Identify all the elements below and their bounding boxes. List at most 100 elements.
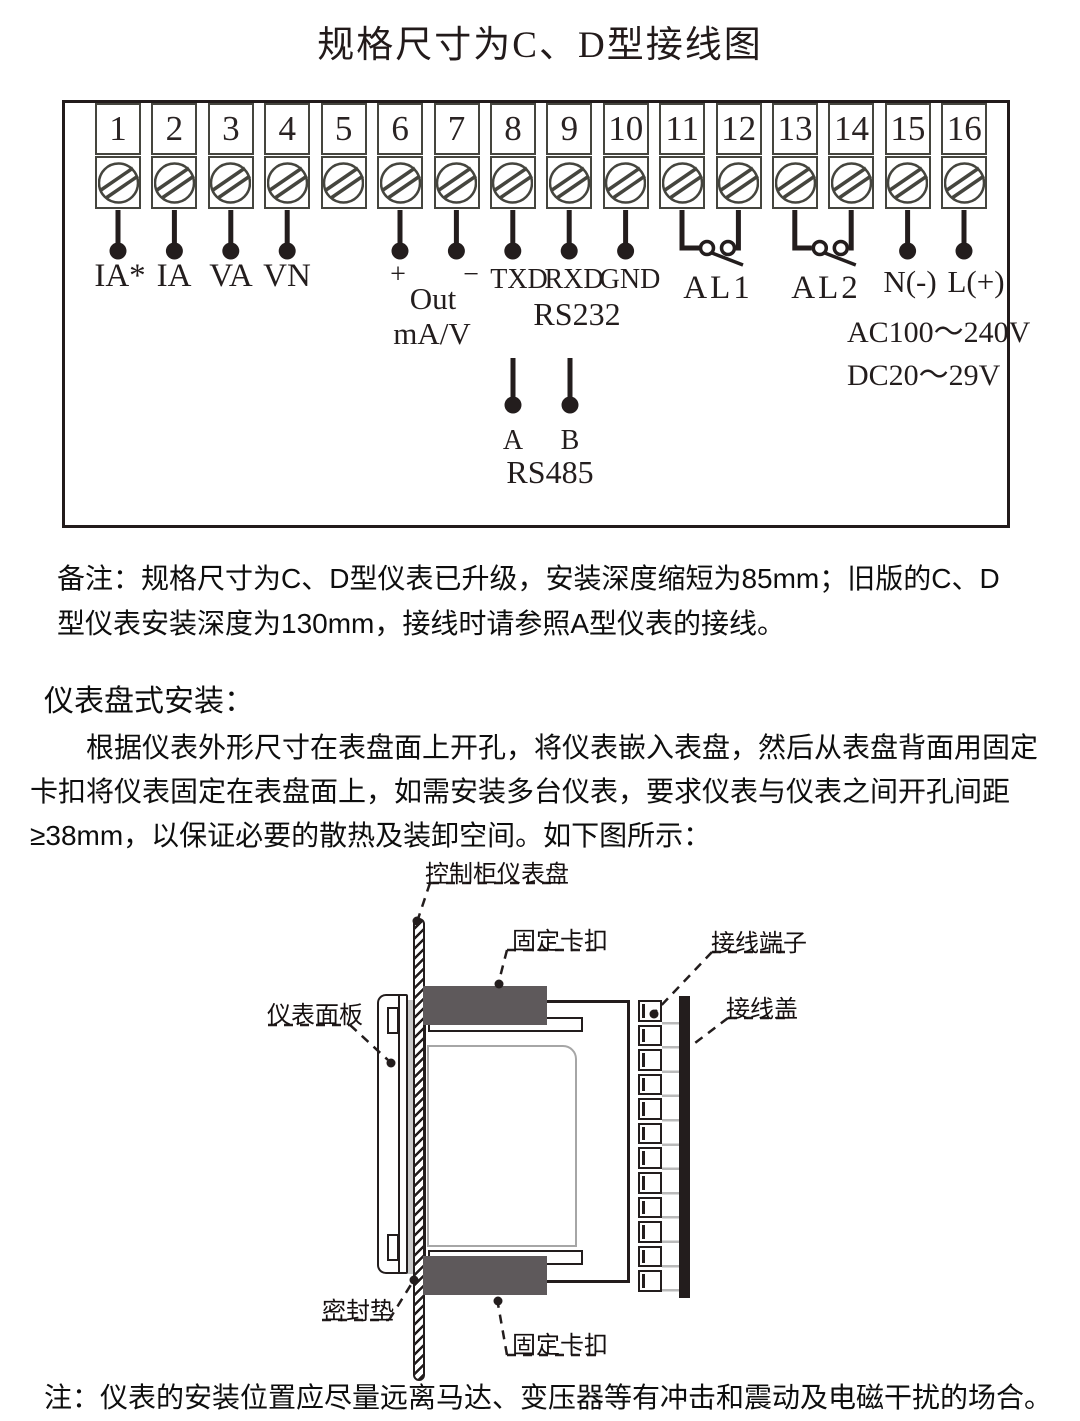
label-rs485: RS485	[506, 454, 594, 490]
screw-glyph	[97, 161, 139, 204]
label-rs232: RS232	[533, 296, 621, 332]
ladder-cell	[638, 1221, 662, 1243]
screw-glyph	[661, 161, 703, 204]
wire-dots	[109, 242, 973, 414]
screw-glyph	[210, 161, 252, 204]
label-dc-range: DC20～29V	[847, 359, 1001, 392]
label-vn: VN	[263, 258, 311, 294]
screw-glyph	[887, 161, 929, 204]
terminal: 9	[546, 103, 593, 209]
wiring-cover-bar	[679, 996, 690, 1298]
terminal-screw-icon	[546, 156, 593, 209]
terminal: 3	[207, 103, 254, 209]
terminal: 5	[320, 103, 367, 209]
figure-label-terminal-block: 接线端子	[711, 930, 807, 957]
screw-glyph	[436, 161, 478, 204]
label-minus: −	[463, 259, 479, 290]
terminal-number: 2	[151, 103, 198, 155]
fixing-clip-top	[423, 986, 547, 1025]
terminal-number: 15	[884, 103, 931, 155]
terminal-screw-icon	[151, 156, 198, 209]
terminal-number: 8	[489, 103, 536, 155]
terminal: 7	[433, 103, 480, 209]
terminal-screw-icon	[715, 156, 762, 209]
label-n-minus: N(-)	[883, 264, 937, 299]
terminal-screw-icon	[377, 156, 424, 209]
terminal-screw-icon	[884, 156, 931, 209]
terminal-screw-icon	[207, 156, 254, 209]
screw-glyph	[943, 161, 985, 204]
terminal-number: 3	[207, 103, 254, 155]
figure-label-clip-bottom: 固定卡扣	[512, 1332, 608, 1359]
relay-contacts	[698, 239, 857, 267]
label-rxd: RXD	[544, 264, 604, 295]
terminal-number: 14	[828, 103, 875, 155]
screw-glyph	[830, 161, 872, 204]
meter-front-panel	[377, 994, 408, 1274]
terminal-number: 4	[264, 103, 311, 155]
figure-label-wiring-cover: 接线盖	[726, 996, 798, 1023]
screw-glyph	[548, 161, 590, 204]
label-plus: +	[390, 259, 406, 290]
fixing-clip-bottom	[423, 1256, 547, 1295]
label-ia: IA	[156, 258, 192, 294]
ladder-cell	[638, 1172, 662, 1194]
label-rs485-a: A	[502, 425, 524, 456]
ladder-cell	[638, 1270, 662, 1292]
ladder-cell	[638, 1122, 662, 1145]
figure-label-cabinet-panel: 控制柜仪表盘	[425, 861, 569, 888]
screw-glyph	[323, 161, 365, 204]
screw-glyph	[718, 161, 760, 204]
terminal: 15	[884, 103, 931, 209]
footnote-text: 注：仪表的安装位置应尽量远离马达、变压器等有冲击和震动及电磁干扰的场合。	[44, 1382, 1053, 1413]
label-out: Out	[409, 281, 457, 316]
terminal-screw-icon	[320, 156, 367, 209]
label-rs485-b: B	[560, 425, 580, 456]
terminal: 14	[828, 103, 875, 209]
terminal-number: 9	[546, 103, 593, 155]
bezel-slot-top	[387, 1007, 399, 1034]
wire-lines	[115, 210, 967, 399]
terminal-number: 1	[95, 103, 141, 155]
installation-figure: 控制柜仪表盘 固定卡扣 接线端子 接线盖 仪表面板 密封垫 固定卡扣	[265, 850, 810, 1385]
screw-glyph	[605, 161, 647, 204]
terminal-screw-icon	[95, 156, 141, 209]
label-al1: AL1	[683, 270, 753, 306]
ladder-cell	[638, 1098, 662, 1120]
label-l-plus: L(+)	[947, 264, 1005, 299]
terminal-number: 6	[377, 103, 424, 155]
ladder-cell	[638, 1049, 662, 1071]
figure-label-meter-panel: 仪表面板	[267, 1002, 363, 1029]
terminal-number: 7	[433, 103, 480, 155]
screw-glyph	[492, 161, 534, 204]
ladder-cell	[638, 1245, 662, 1268]
ladder-cell	[638, 1196, 662, 1219]
terminal: 2	[151, 103, 198, 209]
terminal: 1	[95, 103, 141, 209]
label-ia-star: IA*	[94, 258, 146, 294]
figure-label-gasket: 密封垫	[322, 1298, 394, 1325]
terminal-screw-icon	[659, 156, 706, 209]
wiring-lines	[109, 210, 973, 414]
screw-glyph	[379, 161, 421, 204]
terminal-screw-icon	[828, 156, 875, 209]
terminal: 16	[941, 103, 988, 209]
terminal: 4	[264, 103, 311, 209]
section-heading: 仪表盘式安装：	[44, 685, 254, 718]
screw-glyph	[774, 161, 816, 204]
label-va: VA	[209, 258, 253, 294]
leader-dots	[386, 916, 659, 1306]
wiring-diagram: 1 2 3 4	[62, 100, 1030, 528]
figure-label-clip-top: 固定卡扣	[512, 928, 608, 955]
ladder-cell	[638, 1024, 662, 1047]
label-txd: TXD	[490, 264, 548, 295]
terminal-screw-icon	[489, 156, 536, 209]
page-title: 规格尺寸为C、D型接线图	[317, 25, 763, 66]
ladder-cell	[638, 1073, 662, 1096]
leader-dashes	[268, 881, 789, 1357]
terminal-screw-icon	[264, 156, 311, 209]
section-body: 根据仪表外形尺寸在表盘面上开孔，将仪表嵌入表盘，然后从表盘背面用固定卡扣将仪表固…	[30, 732, 1039, 851]
bezel-inner-line	[398, 996, 400, 1272]
terminal-screw-icon	[941, 156, 988, 209]
ladder-cell	[638, 1147, 662, 1169]
